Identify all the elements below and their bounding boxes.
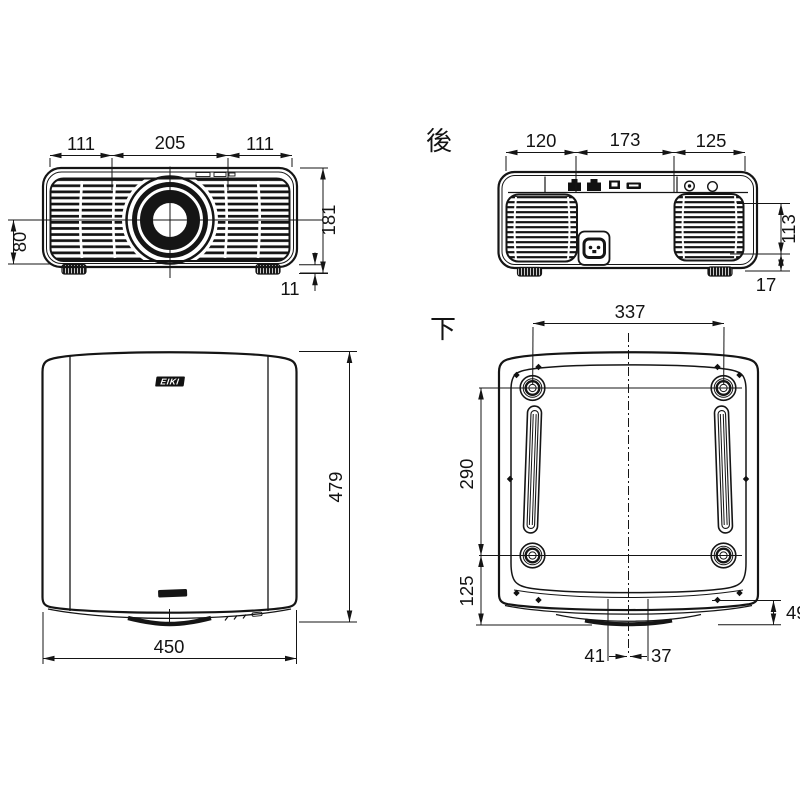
top-logo-text: EIKI [160, 377, 180, 387]
bottom-foot-bottom-right [710, 542, 737, 569]
top-dim-depth: 479 [325, 472, 346, 503]
top-width-dim [42, 610, 297, 664]
front-view: 111 205 111 181 80 11 [8, 132, 339, 299]
bottom-view: 下 [430, 301, 800, 666]
bottom-dim-lens-right: 37 [651, 645, 672, 666]
top-logo: EIKI [155, 376, 185, 387]
top-view: EIKI 479 450 [41, 351, 357, 664]
top-depth-dim [299, 351, 357, 623]
bottom-inner-band [513, 589, 744, 598]
rear-foot-right [707, 266, 733, 277]
rear-dim-left: 120 [526, 130, 557, 151]
bottom-dim-feet-width: 337 [615, 301, 646, 322]
rear-dim-right: 125 [696, 130, 727, 151]
rear-grille-left-dividers [513, 196, 571, 260]
bottom-front-dim [476, 555, 592, 626]
rear-dim-center: 173 [610, 129, 641, 150]
rear-power-inlet [577, 230, 611, 266]
rear-body-inner-line [501, 175, 754, 265]
bottom-lens-offset-dims [607, 599, 649, 661]
bottom-dim-front: 125 [456, 576, 477, 607]
rear-lan-port-icon [609, 180, 620, 189]
rear-dim-side: 113 [778, 214, 799, 244]
rear-grille-right [673, 193, 745, 262]
bottom-edge-dim [712, 600, 781, 626]
top-body-outline [41, 351, 298, 614]
front-dim-lens-height: 80 [9, 232, 30, 253]
bottom-front-bezel [555, 613, 702, 622]
bottom-feet-width-dim [532, 320, 725, 385]
bottom-view-label: 下 [430, 314, 456, 344]
rear-view-label: 後 [426, 126, 452, 156]
bottom-slot-left [522, 405, 543, 534]
rear-view: 後 [426, 126, 799, 295]
bottom-dim-lens-left: 41 [584, 645, 605, 666]
front-dim-width-right: 111 [246, 133, 274, 154]
front-dim-height: 181 [318, 205, 339, 236]
rear-connector-band [508, 176, 748, 194]
top-dim-width: 450 [154, 636, 185, 657]
front-top-vents [195, 172, 236, 177]
rear-port-1-icon [568, 179, 581, 191]
rear-top-dims [505, 149, 746, 192]
top-label-plate [158, 589, 188, 598]
bottom-dim-feet-depth: 290 [456, 459, 477, 490]
rear-side-dim [730, 203, 790, 255]
bottom-mount-holes [506, 363, 750, 604]
rear-port-2-icon [587, 179, 601, 191]
rear-dim-foot: 17 [756, 274, 777, 295]
bottom-bevel-line [504, 604, 753, 615]
front-top-dims [49, 152, 293, 190]
bottom-inner-panel [510, 364, 747, 594]
front-lens-height-dim [8, 220, 52, 265]
rear-body-outline [497, 170, 759, 270]
bottom-body-outline [497, 351, 760, 612]
front-dim-foot: 11 [280, 278, 299, 299]
front-dim-width-center: 205 [155, 132, 186, 153]
rear-grille-left [505, 193, 578, 263]
bottom-dim-edge: 49 [786, 602, 800, 623]
rear-jack-connectors [684, 180, 719, 192]
front-dim-width-left: 111 [67, 133, 95, 154]
top-indicator-ticks [224, 611, 263, 621]
rear-hdmi-port-icon [626, 182, 641, 189]
bottom-foot-bottom-left [519, 542, 546, 569]
rear-foot-left [516, 266, 543, 277]
rear-foot-dim [745, 254, 790, 272]
bottom-slot-right [713, 405, 734, 534]
rear-grille-right-dividers [681, 195, 738, 259]
front-foot-dim [299, 252, 328, 291]
